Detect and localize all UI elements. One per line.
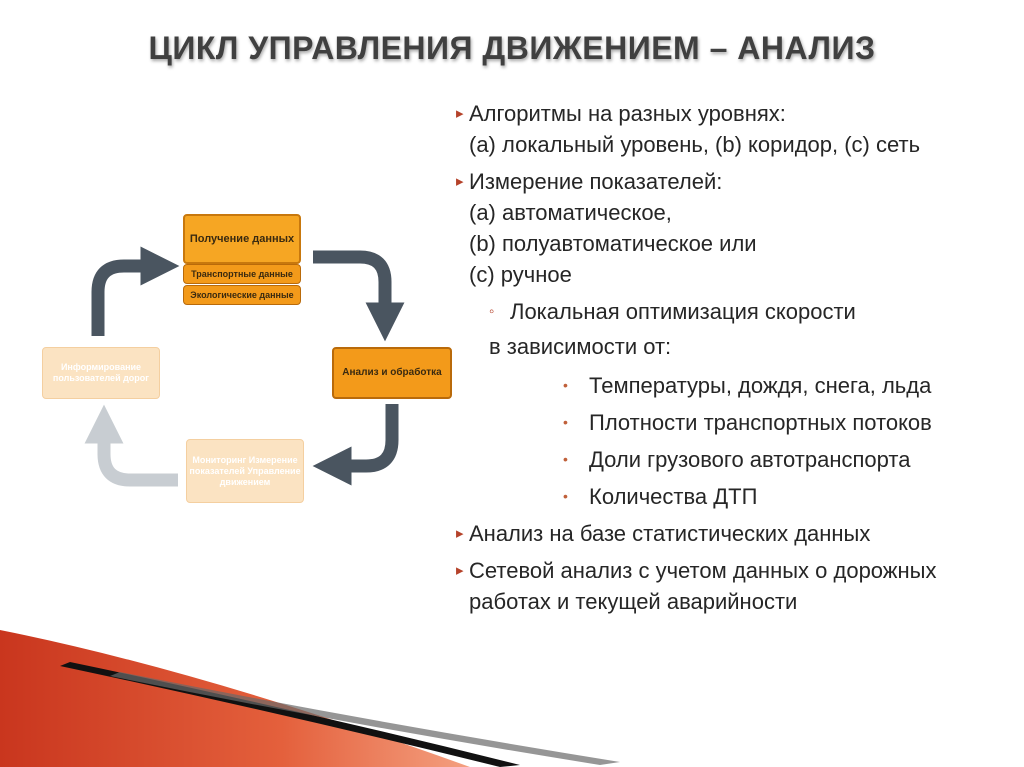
decorative-swoosh	[0, 630, 620, 767]
bullet-triangle-icon: ▸	[456, 525, 464, 542]
arrow-data-to-analysis	[313, 250, 405, 342]
bullet-dot-icon: •	[563, 488, 568, 504]
bullet-text: Температуры, дождя, снега, льда	[589, 373, 932, 398]
bullet-triangle-icon: ▸	[456, 562, 464, 579]
bullet-text: (b) полуавтоматическое или	[469, 231, 757, 256]
analysis-box: Анализ и обработка	[332, 347, 452, 399]
bullet-triangle-icon: ▸	[456, 173, 464, 190]
arrow-analysis-to-monitoring	[312, 404, 399, 486]
bullet-text: Количества ДТП	[589, 484, 758, 509]
bullet-text: Плотности транспортных потоков	[589, 410, 932, 435]
monitoring-box: Мониторинг Измерение показателей Управле…	[186, 439, 304, 503]
bullet-network-analysis: ▸ Сетевой анализ с учетом данных о дорож…	[456, 555, 1016, 617]
bullet-text: Доли грузового автотранспорта	[589, 447, 911, 472]
bullet-dot-icon: •	[563, 414, 568, 430]
inform-users-box: Информирование пользователей дорог	[42, 347, 160, 399]
bullet-algorithms: ▸ Алгоритмы на разных уровнях: (a) локал…	[456, 98, 1016, 160]
bullet-dot-icon: •	[563, 451, 568, 467]
bullet-text: (c) ручное	[469, 262, 572, 287]
bullet-accidents: • Количества ДТП	[456, 481, 1016, 512]
bullet-triangle-icon: ▸	[456, 105, 464, 122]
bullet-list: ▸ Алгоритмы на разных уровнях: (a) локал…	[456, 98, 1016, 623]
bullet-text: Сетевой анализ с учетом данных о дорожны…	[469, 558, 937, 614]
arrow-monitoring-to-inform	[84, 404, 178, 487]
bullet-measurement: ▸ Измерение показателей: (a) автоматичес…	[456, 166, 1016, 290]
bullet-speed-optimization: ◦ Локальная оптимизация скорости	[456, 296, 1016, 327]
bullet-text: Локальная оптимизация скорости	[510, 299, 856, 324]
bullet-text: (a) автоматическое,	[469, 200, 672, 225]
data-acquisition-box: Получение данных	[183, 214, 301, 264]
bullet-density: • Плотности транспортных потоков	[456, 407, 1016, 438]
bullet-freight: • Доли грузового автотранспорта	[456, 444, 1016, 475]
bullet-text: Алгоритмы на разных уровнях:	[469, 101, 786, 126]
bullet-text: (a) локальный уровень, (b) коридор, (c) …	[469, 132, 921, 157]
bullet-dot-icon: •	[563, 377, 568, 393]
bullet-weather: • Температуры, дождя, снега, льда	[456, 370, 1016, 401]
bullet-speed-optimization-cont: в зависимости от:	[489, 334, 672, 359]
arrow-inform-to-data	[91, 246, 180, 336]
bullet-statistics: ▸ Анализ на базе статистических данных	[456, 518, 1016, 549]
bullet-circle-icon: ◦	[489, 303, 495, 320]
slide-title: ЦИКЛ УПРАВЛЕНИЯ ДВИЖЕНИЕМ – АНАЛИЗ	[148, 30, 876, 66]
eco-data-box: Экологические данные	[183, 285, 301, 305]
bullet-text: Измерение показателей:	[469, 169, 723, 194]
traffic-data-box: Транспортные данные	[183, 264, 301, 284]
bullet-text: Анализ на базе статистических данных	[469, 521, 871, 546]
